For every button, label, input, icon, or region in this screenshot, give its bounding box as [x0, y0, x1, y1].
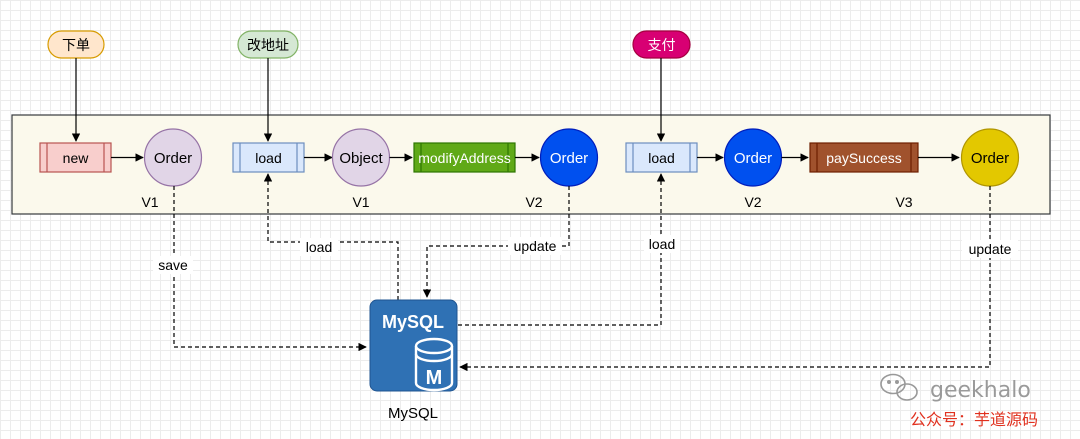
edge-save	[173, 186, 367, 352]
mysql-icon-text: MySQL	[382, 312, 444, 332]
svg-text:load: load	[649, 236, 675, 252]
watermark-handle: geekhalo	[930, 378, 1031, 403]
svg-text:update: update	[969, 241, 1012, 257]
mysql-database-icon[interactable]: MySQL M	[369, 299, 458, 392]
order-v2-loaded-label: Order	[734, 150, 772, 167]
order-v2-label: Order	[550, 150, 588, 167]
edge-label-load-2: load	[644, 235, 680, 253]
command-load-1-label: load	[255, 150, 281, 166]
object-v1-label: Object	[339, 150, 383, 167]
svg-text:update: update	[514, 238, 557, 254]
version-order-v1: V1	[141, 194, 158, 210]
mysql-cylinder-letter: M	[426, 367, 443, 389]
version-order-v2: V2	[525, 194, 542, 210]
edge-load-2	[458, 173, 666, 326]
edge-update-1	[422, 186, 570, 298]
order-v1-label: Order	[154, 150, 192, 167]
event-place-order[interactable]: 下单	[47, 30, 105, 59]
order-v3[interactable]: Order	[960, 128, 1020, 187]
version-order-v3: V3	[895, 194, 912, 210]
edge-label-load-1: load	[300, 238, 338, 256]
command-new-label: new	[63, 150, 90, 166]
event-pay-label: 支付	[648, 38, 676, 54]
watermark-account: 公众号：芋道源码	[910, 410, 1038, 429]
order-v1[interactable]: Order	[143, 128, 203, 187]
order-v3-label: Order	[971, 150, 1009, 167]
object-v1[interactable]: Object	[331, 128, 391, 187]
command-load-1[interactable]: load	[232, 142, 305, 173]
command-modify-address-label: modifyAddress	[418, 150, 511, 166]
command-modify-address[interactable]: modifyAddress	[413, 142, 516, 173]
svg-text:save: save	[158, 257, 188, 273]
svg-text:load: load	[306, 239, 332, 255]
mysql-label: MySQL	[388, 405, 438, 422]
edge-label-update-2: update	[962, 240, 1018, 258]
edge-update-2	[459, 186, 991, 372]
version-object-v1: V1	[352, 194, 369, 210]
command-load-2[interactable]: load	[625, 142, 698, 173]
watermark: geekhalo 公众号：芋道源码	[880, 373, 1038, 429]
edge-label-update-1: update	[508, 237, 562, 255]
event-change-address[interactable]: 改地址	[237, 30, 299, 59]
version-order-v2-loaded: V2	[744, 194, 761, 210]
command-load-2-label: load	[648, 150, 674, 166]
command-pay-success-label: paySuccess	[826, 150, 901, 166]
command-pay-success[interactable]: paySuccess	[809, 142, 919, 173]
edge-label-save: save	[153, 256, 193, 274]
order-v2-loaded[interactable]: Order	[723, 128, 783, 187]
event-change-address-label: 改地址	[247, 38, 289, 54]
order-v2[interactable]: Order	[539, 128, 599, 187]
event-place-order-label: 下单	[62, 38, 90, 54]
wechat-icon	[880, 373, 918, 401]
command-new[interactable]: new	[39, 142, 112, 173]
event-pay[interactable]: 支付	[632, 30, 691, 59]
